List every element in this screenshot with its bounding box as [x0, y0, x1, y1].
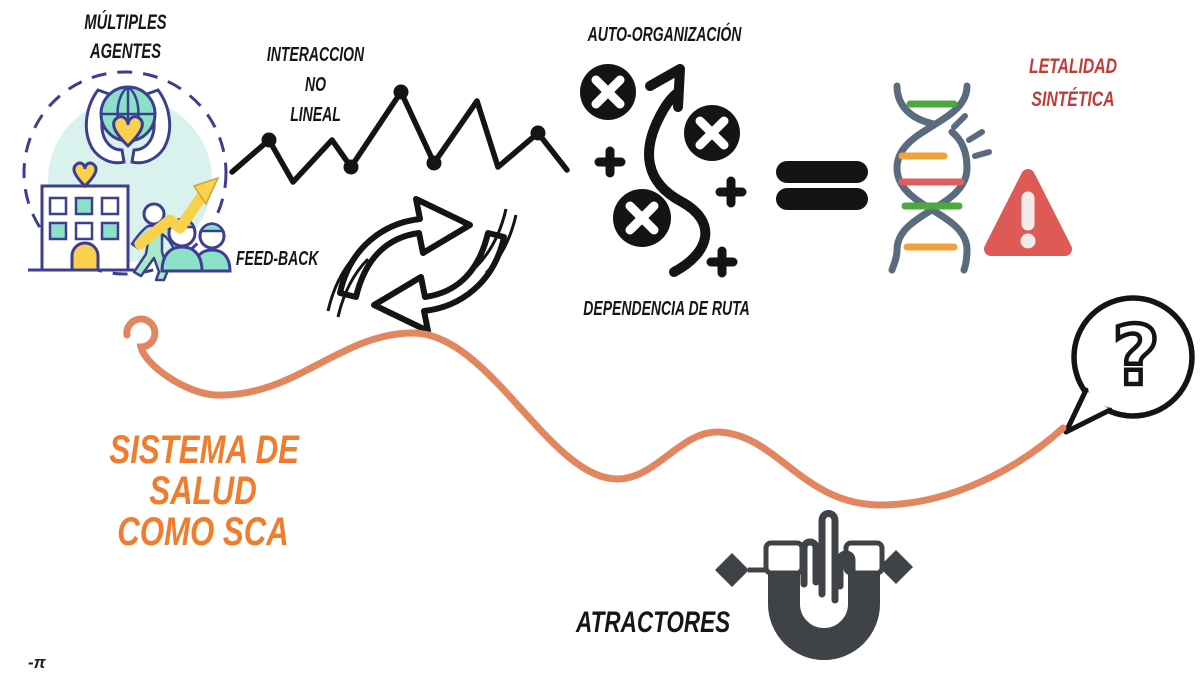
label-multiples-line2: AGENTES [89, 40, 162, 63]
label-atractores: ATRACTORES [576, 601, 741, 645]
equals-top-bar [776, 161, 868, 183]
label-dependencia-ruta: DEPENDENCIA DE RUTA [583, 295, 750, 324]
title-line1: SISTEMA DE [109, 428, 299, 472]
arrowhead [645, 64, 685, 112]
multi-agent-community-illustration [22, 70, 232, 282]
signature-mark: -π [28, 653, 46, 672]
equals-bottom-bar [776, 188, 868, 210]
dna-rungs [898, 100, 965, 251]
label-auto-organizacion-text: AUTO-ORGANIZACIÓN [587, 24, 742, 46]
curved-path [644, 89, 711, 277]
label-letalidad-line2: SINTÉTICA [1031, 88, 1115, 111]
label-interaccion-line3: LINEAL [290, 104, 341, 126]
label-multiples-line1: MÚLTIPLES [84, 11, 167, 34]
feedback-cycle-arrows-icon [326, 196, 518, 334]
heart-icon [112, 115, 144, 149]
orange-connector-squiggle [123, 315, 1067, 509]
question-speech-bubble-icon: ? [1063, 295, 1195, 435]
broken-dna-helix-icon [888, 82, 992, 274]
magnet-attractor-icon [715, 510, 913, 660]
right-diamond [879, 550, 913, 584]
dashed-circle-border [22, 70, 228, 276]
title-line3: COMO SCA [117, 510, 289, 554]
label-letalidad-sintetica: LETALIDAD SINTÉTICA [1017, 50, 1130, 116]
bubble-tail [1063, 387, 1113, 435]
dna-strand-left-rest [888, 128, 971, 274]
break-spark-dashes [951, 113, 992, 159]
label-interaccion-line2: NO [305, 74, 326, 96]
left-pole-tip [763, 540, 805, 576]
label-atractores-text: ATRACTORES [576, 606, 731, 639]
label-feedback-text: FEED-BACK [236, 248, 319, 270]
label-interaccion-no-lineal: INTERACCION NO LINEAL [261, 40, 370, 130]
dna-strand-left-top [893, 82, 938, 128]
x-circles [580, 64, 740, 247]
horseshoe-magnet-body [768, 554, 880, 660]
warning-triangle-icon [984, 169, 1072, 256]
main-title: SISTEMA DE SALUD COMO SCA [109, 428, 299, 554]
self-organization-path-icon [580, 64, 747, 278]
title-line2: SALUD [149, 469, 257, 513]
dna-strand-right [893, 82, 971, 274]
left-diamond [715, 553, 749, 587]
label-dependencia-text: DEPENDENCIA DE RUTA [583, 298, 750, 320]
nonlinear-zigzag-icon [229, 84, 570, 185]
hospital-building-icon [28, 161, 134, 272]
label-letalidad-line1: LETALIDAD [1028, 55, 1118, 78]
exclamation-dot [1020, 233, 1036, 249]
label-feedback: FEED-BACK [236, 245, 320, 274]
signal-waveform [800, 510, 856, 604]
label-auto-organizacion: AUTO-ORGANIZACIÓN [586, 21, 744, 50]
growth-arrow-icon [134, 176, 220, 250]
label-interaccion-line1: INTERACCION [266, 44, 365, 66]
plus-marks [594, 146, 747, 278]
label-multiples-agentes: MÚLTIPLES AGENTES [71, 8, 180, 66]
equals-icon [776, 161, 868, 215]
question-mark-glyph: ? [1112, 309, 1160, 404]
